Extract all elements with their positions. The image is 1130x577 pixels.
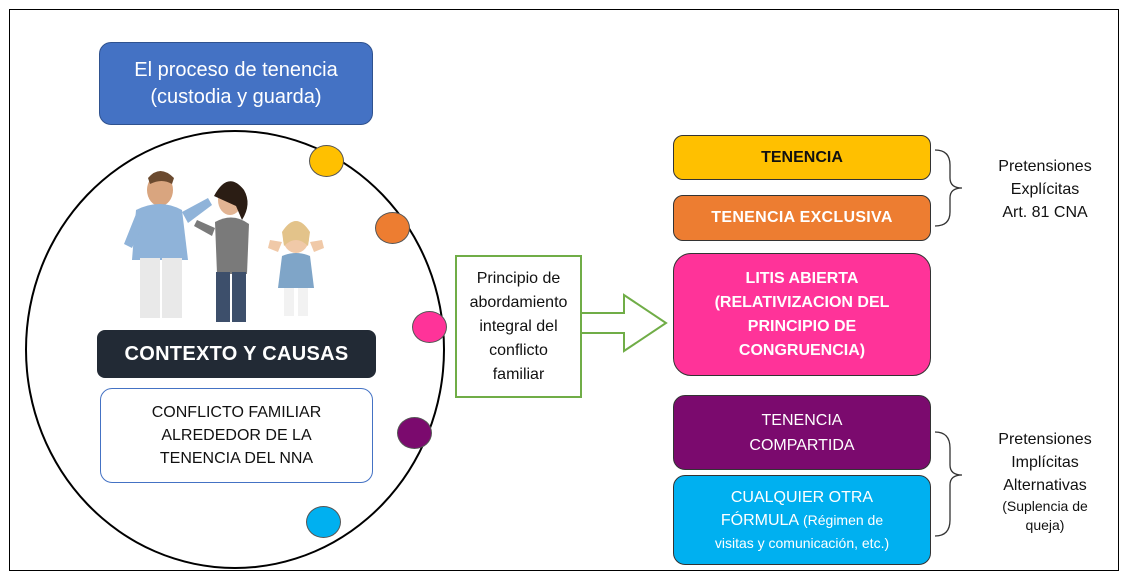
litis-line3: PRINCIPIO DE — [747, 317, 857, 335]
litis-line1: LITIS ABIERTA — [745, 269, 859, 287]
conflicto-line1: CONFLICTO FAMILIAR — [151, 404, 322, 421]
pretensiones-explicitas-label: Pretensiones Explícitas Art. 81 CNA — [975, 155, 1115, 224]
conflicto-line3: TENENCIA DEL NNA — [159, 450, 314, 467]
otra-line3: visitas y comunicación, etc.) — [714, 534, 890, 551]
process-title-box: El proceso de tenencia (custodia y guard… — [99, 42, 373, 125]
tenencia-exclusiva-box: TENENCIA EXCLUSIVA — [673, 195, 931, 241]
implicitas-line3: Alternativas — [1003, 477, 1087, 494]
otra-line2b: (Régimen de — [799, 511, 884, 528]
tenencia-text: TENENCIA — [761, 148, 843, 166]
compartida-line2: COMPARTIDA — [749, 436, 855, 454]
pink-dot — [412, 311, 447, 343]
tenencia-exclusiva-text: TENENCIA EXCLUSIVA — [711, 209, 893, 226]
litis-abierta-box: LITIS ABIERTA (RELATIVIZACION DEL PRINCI… — [673, 253, 931, 376]
blue-dot — [306, 506, 341, 538]
conflicto-line2: ALREDEDOR DE LA — [161, 427, 312, 444]
implicitas-line1: Pretensiones — [998, 431, 1092, 448]
explicitas-line3: Art. 81 CNA — [1002, 204, 1088, 221]
principio-line3: integral del — [479, 317, 558, 335]
litis-line2: (RELATIVIZACION DEL — [714, 293, 890, 311]
contexto-label: CONTEXTO Y CAUSAS — [97, 330, 376, 378]
principio-box: Principio de abordamiento integral del c… — [455, 255, 582, 398]
implicitas-line4: (Suplencia de — [1002, 498, 1088, 514]
litis-line4: CONGRUENCIA) — [738, 341, 866, 359]
pretensiones-implicitas-label: Pretensiones Implícitas Alternativas (Su… — [975, 428, 1115, 535]
cualquier-otra-formula-box: CUALQUIER OTRA FÓRMULA (Régimen de visit… — [673, 475, 931, 565]
process-title-line1: El proceso de tenencia — [134, 58, 338, 81]
otra-line2a: FÓRMULA — [720, 511, 800, 529]
principio-line5: familiar — [492, 365, 545, 383]
explicitas-line2: Explícitas — [1010, 181, 1080, 198]
orange-dot — [375, 212, 410, 244]
explicitas-line1: Pretensiones — [998, 158, 1092, 175]
purple-dot — [397, 417, 432, 449]
principio-line2: abordamiento — [469, 293, 568, 311]
tenencia-compartida-box: TENENCIA COMPARTIDA — [673, 395, 931, 470]
contexto-text: CONTEXTO Y CAUSAS — [124, 342, 349, 365]
compartida-line1: TENENCIA — [761, 411, 843, 429]
conflicto-box: CONFLICTO FAMILIAR ALREDEDOR DE LA TENEN… — [100, 388, 373, 483]
tenencia-box: TENENCIA — [673, 135, 931, 180]
implicitas-line5: queja) — [1025, 517, 1065, 533]
context-circle — [25, 130, 445, 569]
implicitas-line2: Implícitas — [1011, 454, 1079, 471]
principio-line1: Principio de — [476, 269, 561, 287]
otra-line1: CUALQUIER OTRA — [730, 488, 874, 506]
yellow-dot — [309, 145, 344, 177]
process-title-line2: (custodia y guarda) — [150, 85, 322, 108]
principio-line4: conflicto — [489, 341, 548, 359]
